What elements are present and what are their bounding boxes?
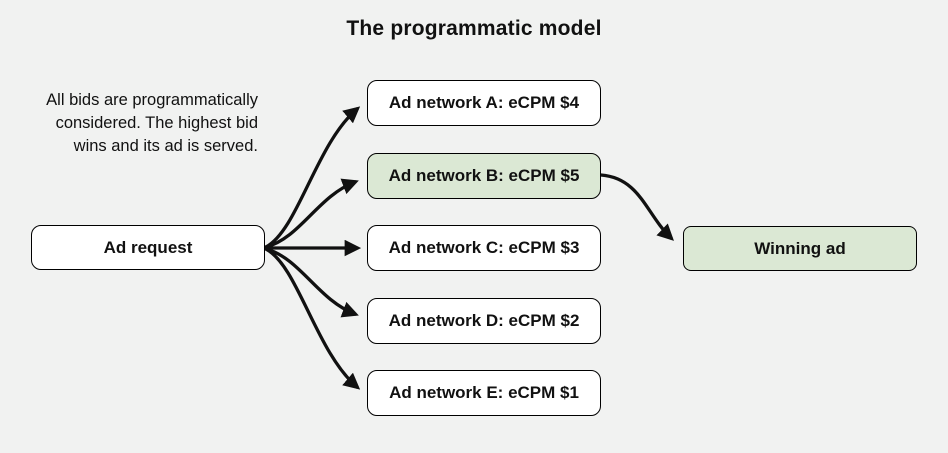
network-box-b: Ad network B: eCPM $5 xyxy=(367,153,601,199)
arrow-request-to-network-d xyxy=(264,247,359,318)
network-label-b: Ad network B: eCPM $5 xyxy=(388,166,580,185)
arrow-network-b-to-winning xyxy=(599,173,674,241)
network-label-e: Ad network E: eCPM $1 xyxy=(389,383,579,402)
network-label-a: Ad network A: eCPM $4 xyxy=(388,93,580,112)
winning-ad-box: Winning ad xyxy=(683,226,917,271)
annotation-text: All bids are programmatically considered… xyxy=(10,89,258,158)
winning-ad-label: Winning ad xyxy=(754,238,846,258)
network-box-d: Ad network D: eCPM $2 xyxy=(367,298,601,344)
arrow-request-to-network-a xyxy=(264,106,361,249)
ad-request-label: Ad request xyxy=(103,237,193,257)
network-box-a: Ad network A: eCPM $4 xyxy=(367,80,601,126)
network-label-c: Ad network C: eCPM $3 xyxy=(388,238,580,257)
network-box-e: Ad network E: eCPM $1 xyxy=(367,370,601,416)
annotation-line: All bids are programmatically xyxy=(46,91,258,109)
network-label-d: Ad network D: eCPM $2 xyxy=(388,311,580,330)
page-title: The programmatic model xyxy=(346,17,602,40)
annotation-line: wins and its ad is served. xyxy=(73,137,258,155)
arrow-request-to-network-b xyxy=(264,178,359,249)
ad-request-box: Ad request xyxy=(31,225,265,270)
arrow-request-to-network-e xyxy=(264,247,361,390)
network-box-c: Ad network C: eCPM $3 xyxy=(367,225,601,271)
annotation-line: considered. The highest bid xyxy=(55,114,258,132)
